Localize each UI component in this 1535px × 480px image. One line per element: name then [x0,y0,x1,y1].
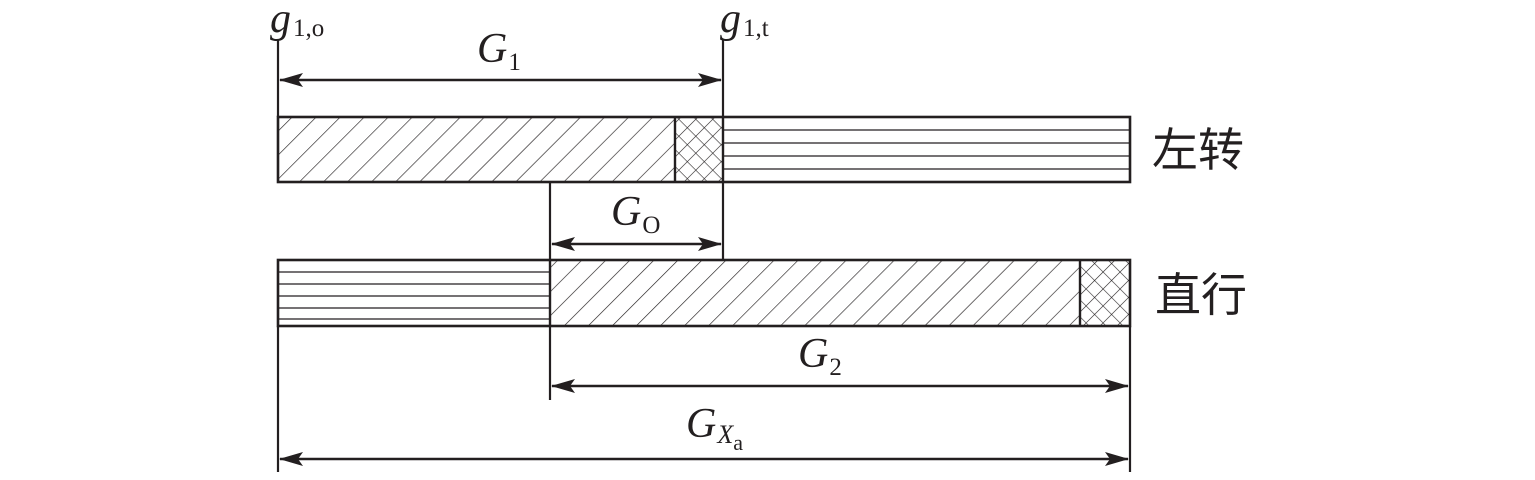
phase-label-through: 直行 [1155,268,1247,322]
through-yellow-segment [1080,260,1130,326]
left-turn-bar [276,115,1132,184]
label-G1: G1 [477,26,521,76]
label-G2: G2 [798,331,842,381]
reference-lines [276,40,1132,472]
left-turn-green-segment [278,117,675,182]
label-GO: GO [611,189,660,239]
label-g1t: g1,t [720,0,769,42]
through-bar [276,258,1132,328]
label-g1o: g1,o [270,0,324,42]
phase-label-left-turn: 左转 [1152,123,1244,177]
left-turn-yellow-segment [675,117,723,182]
dimension-arrows [279,73,1129,466]
through-red-segment [278,271,550,320]
label-GXa: GXa [686,401,743,455]
through-green-segment [550,260,1080,326]
left-turn-red-segment [723,129,1130,170]
